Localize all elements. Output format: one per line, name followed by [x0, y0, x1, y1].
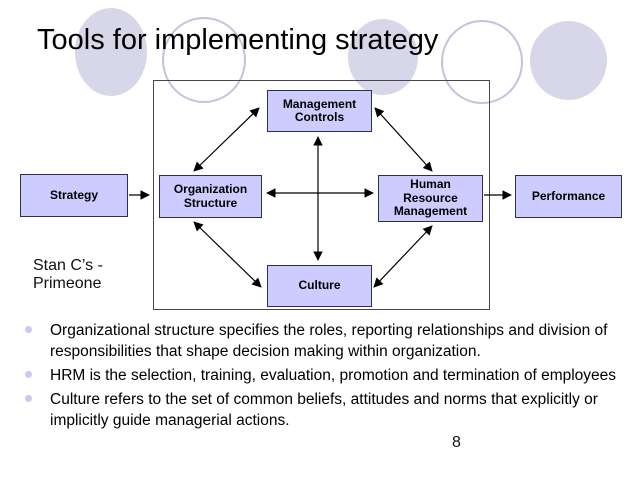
slide-title: Tools for implementing strategy	[37, 24, 439, 56]
decorative-circle-icon	[530, 21, 607, 100]
bullet-dot-icon	[25, 395, 32, 402]
diagram-box-organization-structure: Organization Structure	[159, 175, 262, 218]
diagram-box-label: Culture	[298, 278, 341, 293]
annotation-line: Primeone	[33, 274, 102, 292]
diagram-box-label: Management Controls	[282, 96, 357, 124]
decorative-circle-icon	[75, 8, 147, 96]
diagram-box-label: Performance	[531, 188, 606, 203]
decorative-circle-icon	[348, 19, 418, 95]
arrow-mgmtcontrols-hrm	[374, 107, 433, 172]
bullet-text: HRM is the selection, training, evaluati…	[50, 367, 617, 384]
list-item: Culture refers to the set of common beli…	[18, 389, 624, 431]
arrow-orgstructure-mgmtcontrols	[193, 107, 260, 172]
diagram-box-label: Strategy	[49, 187, 99, 202]
list-item: HRM is the selection, training, evaluati…	[18, 365, 624, 386]
arrow-culture-hrm	[373, 225, 433, 288]
diagram-box-strategy: Strategy	[20, 174, 128, 217]
diagram-box-human-resource-management: Human Resource Management	[378, 175, 483, 222]
list-item: Organizational structure specifies the r…	[18, 320, 624, 362]
annotation-stan-cs-primeone: Stan C’s - Primeone	[33, 257, 103, 292]
page-number: 8	[452, 434, 461, 451]
diagram-box-label: Organization Structure	[173, 182, 248, 210]
diagram-box-label: Human Resource Management	[393, 177, 468, 219]
bullet-list: Organizational structure specifies the r…	[18, 320, 624, 434]
bullet-text: Organizational structure specifies the r…	[50, 322, 608, 360]
bullet-text: Culture refers to the set of common beli…	[50, 391, 598, 429]
bullet-dot-icon	[25, 326, 32, 333]
diagram-box-management-controls: Management Controls	[267, 90, 372, 132]
arrow-orgstructure-culture	[193, 221, 262, 288]
bullet-dot-icon	[25, 371, 32, 378]
annotation-line: Stan C’s -	[33, 257, 103, 274]
diagram-box-culture: Culture	[267, 265, 372, 307]
decorative-circle-outline-icon	[162, 17, 246, 103]
diagram-box-performance: Performance	[515, 175, 622, 218]
decorative-circle-outline-icon	[441, 20, 523, 104]
